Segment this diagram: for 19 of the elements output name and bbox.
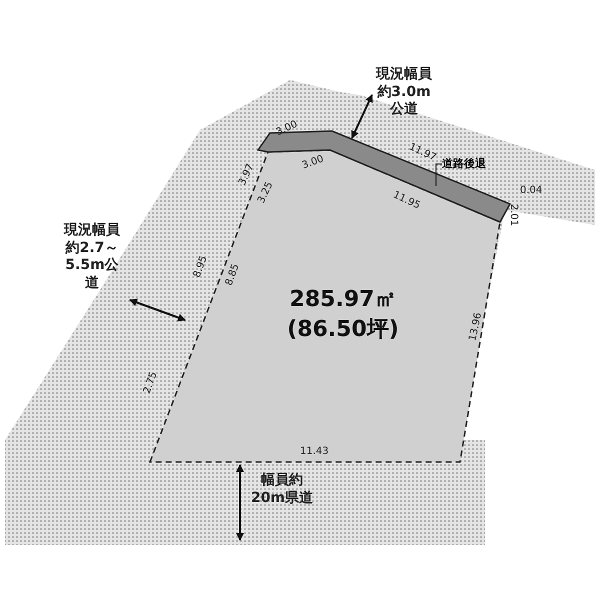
road-label: 現況幅員約3.0m公道 [374, 66, 433, 118]
road-label: 現況幅員約2.7～5.5m公道 [62, 222, 121, 292]
dimension-value: 0.04 [520, 186, 542, 196]
area-text: 285.97㎡ (86.50坪) [286, 286, 400, 344]
dimension-value: 3.97 [238, 162, 256, 188]
leader-line [436, 164, 442, 186]
callout-text: 道路後退 [442, 156, 486, 171]
dimension-value: 11.43 [300, 447, 329, 457]
dimension-value: 8.95 [192, 254, 210, 280]
dimension-value: 3.00 [274, 120, 300, 138]
dimension-value: 3.00 [300, 154, 326, 172]
road-label: 幅員約20m県道 [250, 472, 314, 507]
dimension-value: 11.95 [391, 190, 422, 212]
dimension-value: 13.96 [468, 312, 484, 342]
dimension-value: 2.01 [508, 204, 518, 226]
dimension-value: 3.25 [256, 180, 276, 206]
dimension-value: 11.97 [407, 142, 438, 164]
dimension-value: 8.85 [224, 262, 242, 288]
dimension-value: 2.75 [142, 370, 160, 396]
